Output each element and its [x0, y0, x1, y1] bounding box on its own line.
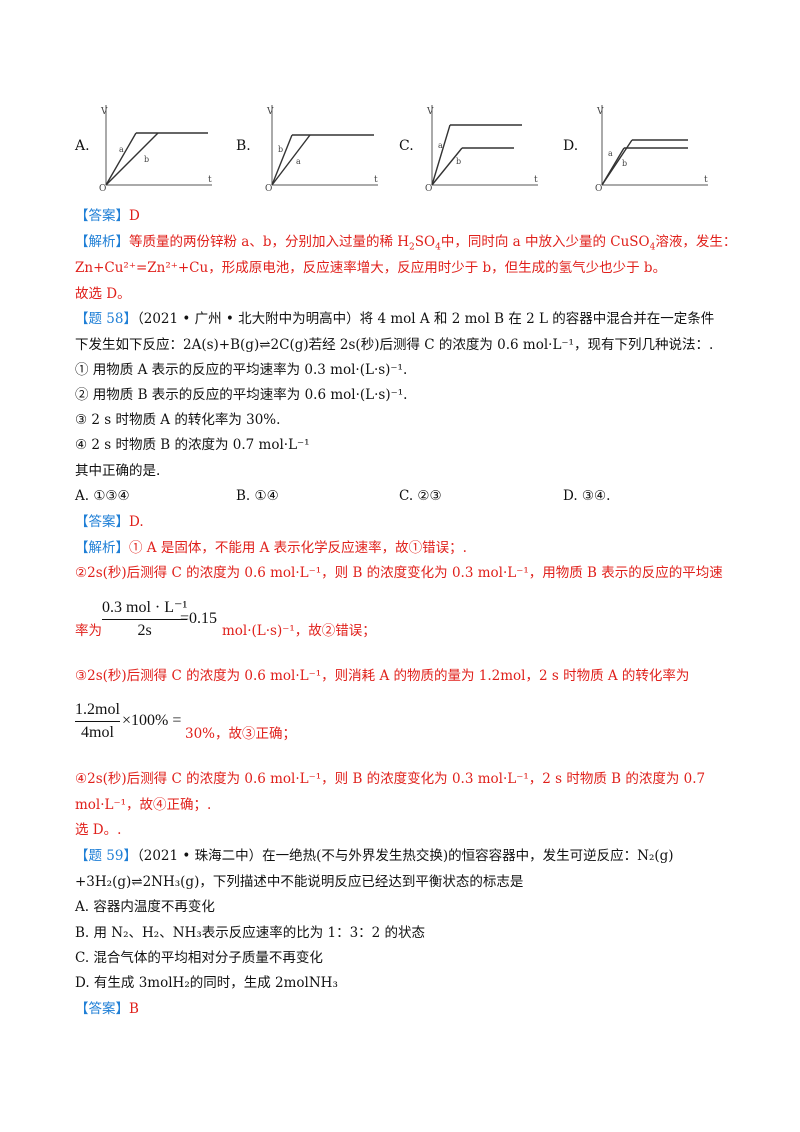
q58-analysis-1: 【解析】① A 是固体，不能用 A 表示化学反应速率，故①错误；. — [75, 538, 467, 558]
curve-label: b — [278, 145, 283, 154]
fraction-result: =0.15 — [180, 609, 217, 629]
q58-option-d: D. ③④. — [563, 488, 611, 504]
q58-statement-4: ④ 2 s 时物质 B 的浓度为 0.7 mol·L⁻¹ — [75, 437, 310, 453]
q58-conversion-suffix: 30%，故③正确； — [185, 726, 297, 742]
answer-value: D — [129, 208, 140, 224]
analysis-text: SO — [414, 234, 436, 250]
q59-option-b: B. 用 N₂、H₂、NH₃表示反应速率的比为 1：3：2 的状态 — [75, 925, 426, 941]
graph-b: V t O b a — [265, 105, 378, 192]
fraction-conversion: 1.2mol 4mol — [75, 700, 120, 743]
q59-stem-line-1: 【题 59】（2021 • 珠海二中）在一绝热(不与外界发生热交换)的恒容容器中… — [75, 846, 674, 866]
curve-label: a — [608, 149, 613, 158]
graph-c-label: C. — [399, 138, 414, 154]
question-text: （2021 • 珠海二中）在一绝热(不与外界发生热交换)的恒容容器中，发生可逆反… — [136, 848, 674, 864]
t-axis-label: t — [534, 175, 538, 185]
graph-a-label: A. — [75, 138, 90, 154]
graph-b-label: B. — [236, 138, 251, 154]
graph-d: V t O a b — [595, 105, 708, 192]
q58-option-a: A. ①③④ — [75, 488, 130, 504]
t-axis-label: t — [208, 175, 212, 185]
question-tag: 【题 58】 — [75, 311, 137, 327]
result-value: =0.15 — [180, 610, 218, 627]
answer-tag: 【答案】 — [75, 1001, 129, 1017]
question-text: （2021 • 广州 • 北大附中为明高中）将 4 mol A 和 2 mol … — [136, 311, 715, 327]
fraction-numerator: 1.2mol — [75, 701, 120, 718]
q58-option-c: C. ②③ — [399, 488, 442, 504]
q58-answer: 【答案】D. — [75, 512, 144, 532]
analysis-text: 中，同时向 a 中放入少量的 CuSO — [440, 234, 650, 250]
curve-label: a — [438, 141, 443, 150]
q59-answer: 【答案】B — [75, 999, 139, 1019]
q58-statement-1: ① 用物质 A 表示的反应的平均速率为 0.3 mol·(L·s)⁻¹. — [75, 362, 408, 378]
q58-question: 其中正确的是. — [75, 463, 161, 479]
curve-label: b — [144, 155, 149, 164]
answer-tag: 【答案】 — [75, 208, 129, 224]
answer-tag: 【答案】 — [75, 514, 129, 530]
curve-label: b — [456, 157, 461, 166]
q59-option-a: A. 容器内温度不再变化 — [75, 899, 215, 915]
q57-analysis-line-1: 【解析】等质量的两份锌粉 a、b，分别加入过量的稀 H2SO4中，同时向 a 中… — [75, 234, 737, 253]
q59-stem-line-2: +3H₂(g)⇌2NH₃(g)，下列描述中不能说明反应已经达到平衡状态的标志是 — [75, 874, 524, 890]
q58-option-b: B. ①④ — [236, 488, 279, 504]
v-axis-label: V — [596, 107, 604, 117]
graph-a: V t O a b — [99, 105, 212, 192]
q58-statement-3: ③ 2 s 时物质 A 的转化率为 30%. — [75, 412, 281, 428]
v-axis-label: V — [426, 107, 434, 117]
q57-analysis-line-2: Zn+Cu²⁺=Zn²⁺+Cu，形成原电池，反应速率增大，反应用时少于 b，但生… — [75, 260, 667, 276]
t-axis-label: t — [704, 175, 708, 185]
origin-label: O — [595, 184, 602, 192]
analysis-text: 等质量的两份锌粉 a、b，分别加入过量的稀 H — [129, 234, 410, 250]
q58-rate-suffix: mol·(L·s)⁻¹，故②错误； — [222, 623, 376, 639]
analysis-tag: 【解析】 — [75, 540, 129, 556]
q58-conclusion: 选 D。. — [75, 822, 122, 838]
q57-answer: 【答案】D — [75, 206, 140, 226]
analysis-text: 溶液，发生： — [655, 234, 737, 250]
q58-analysis-4: ④2s(秒)后测得 C 的浓度为 0.6 mol·L⁻¹，则 B 的浓度变化为 … — [75, 771, 706, 787]
graph-d-label: D. — [563, 138, 579, 154]
curve-label: a — [296, 157, 301, 166]
q57-conclusion: 故选 D。 — [75, 286, 131, 302]
curve-label: b — [622, 159, 627, 168]
fraction-numerator: 0.3 mol · L⁻¹ — [102, 599, 188, 616]
v-axis-label: V — [266, 107, 274, 117]
origin-label: O — [425, 184, 432, 192]
q58-rate-prefix: 率为 — [75, 623, 102, 639]
q58-analysis-2: ②2s(秒)后测得 C 的浓度为 0.6 mol·L⁻¹，则 B 的浓度变化为 … — [75, 565, 723, 581]
t-axis-label: t — [374, 175, 378, 185]
q58-stem-line-2: 下发生如下反应：2A(s)+B(g)⇌2C(g)若经 2s(秒)后测得 C 的浓… — [75, 337, 714, 353]
answer-value: B — [129, 1001, 139, 1017]
fraction-denominator: 2s — [137, 622, 152, 639]
fraction-rate: 0.3 mol · L⁻¹ 2s — [102, 598, 188, 641]
graph-c: V t O a b — [425, 105, 538, 192]
fraction-tail-text: ×100% = — [122, 712, 182, 729]
analysis-tag: 【解析】 — [75, 234, 129, 250]
fraction-tail: ×100% = — [122, 711, 181, 731]
q58-statement-2: ② 用物质 B 表示的反应的平均速率为 0.6 mol·(L·s)⁻¹. — [75, 387, 408, 403]
q59-option-c: C. 混合气体的平均相对分子质量不再变化 — [75, 950, 323, 966]
origin-label: O — [265, 184, 272, 192]
analysis-text: ① A 是固体，不能用 A 表示化学反应速率，故①错误；. — [129, 540, 467, 556]
v-axis-label: V — [100, 107, 108, 117]
question-tag: 【题 59】 — [75, 848, 137, 864]
answer-value: D. — [129, 514, 144, 530]
origin-label: O — [99, 184, 106, 192]
fraction-denominator: 4mol — [81, 724, 114, 741]
q58-stem-line-1: 【题 58】（2021 • 广州 • 北大附中为明高中）将 4 mol A 和 … — [75, 309, 714, 329]
q58-analysis-3: ③2s(秒)后测得 C 的浓度为 0.6 mol·L⁻¹，则消耗 A 的物质的量… — [75, 668, 690, 684]
curve-label: a — [119, 145, 124, 154]
q58-analysis-5: mol·L⁻¹，故④正确；. — [75, 797, 212, 813]
q59-option-d: D. 有生成 3molH₂的同时，生成 2molNH₃ — [75, 975, 338, 991]
